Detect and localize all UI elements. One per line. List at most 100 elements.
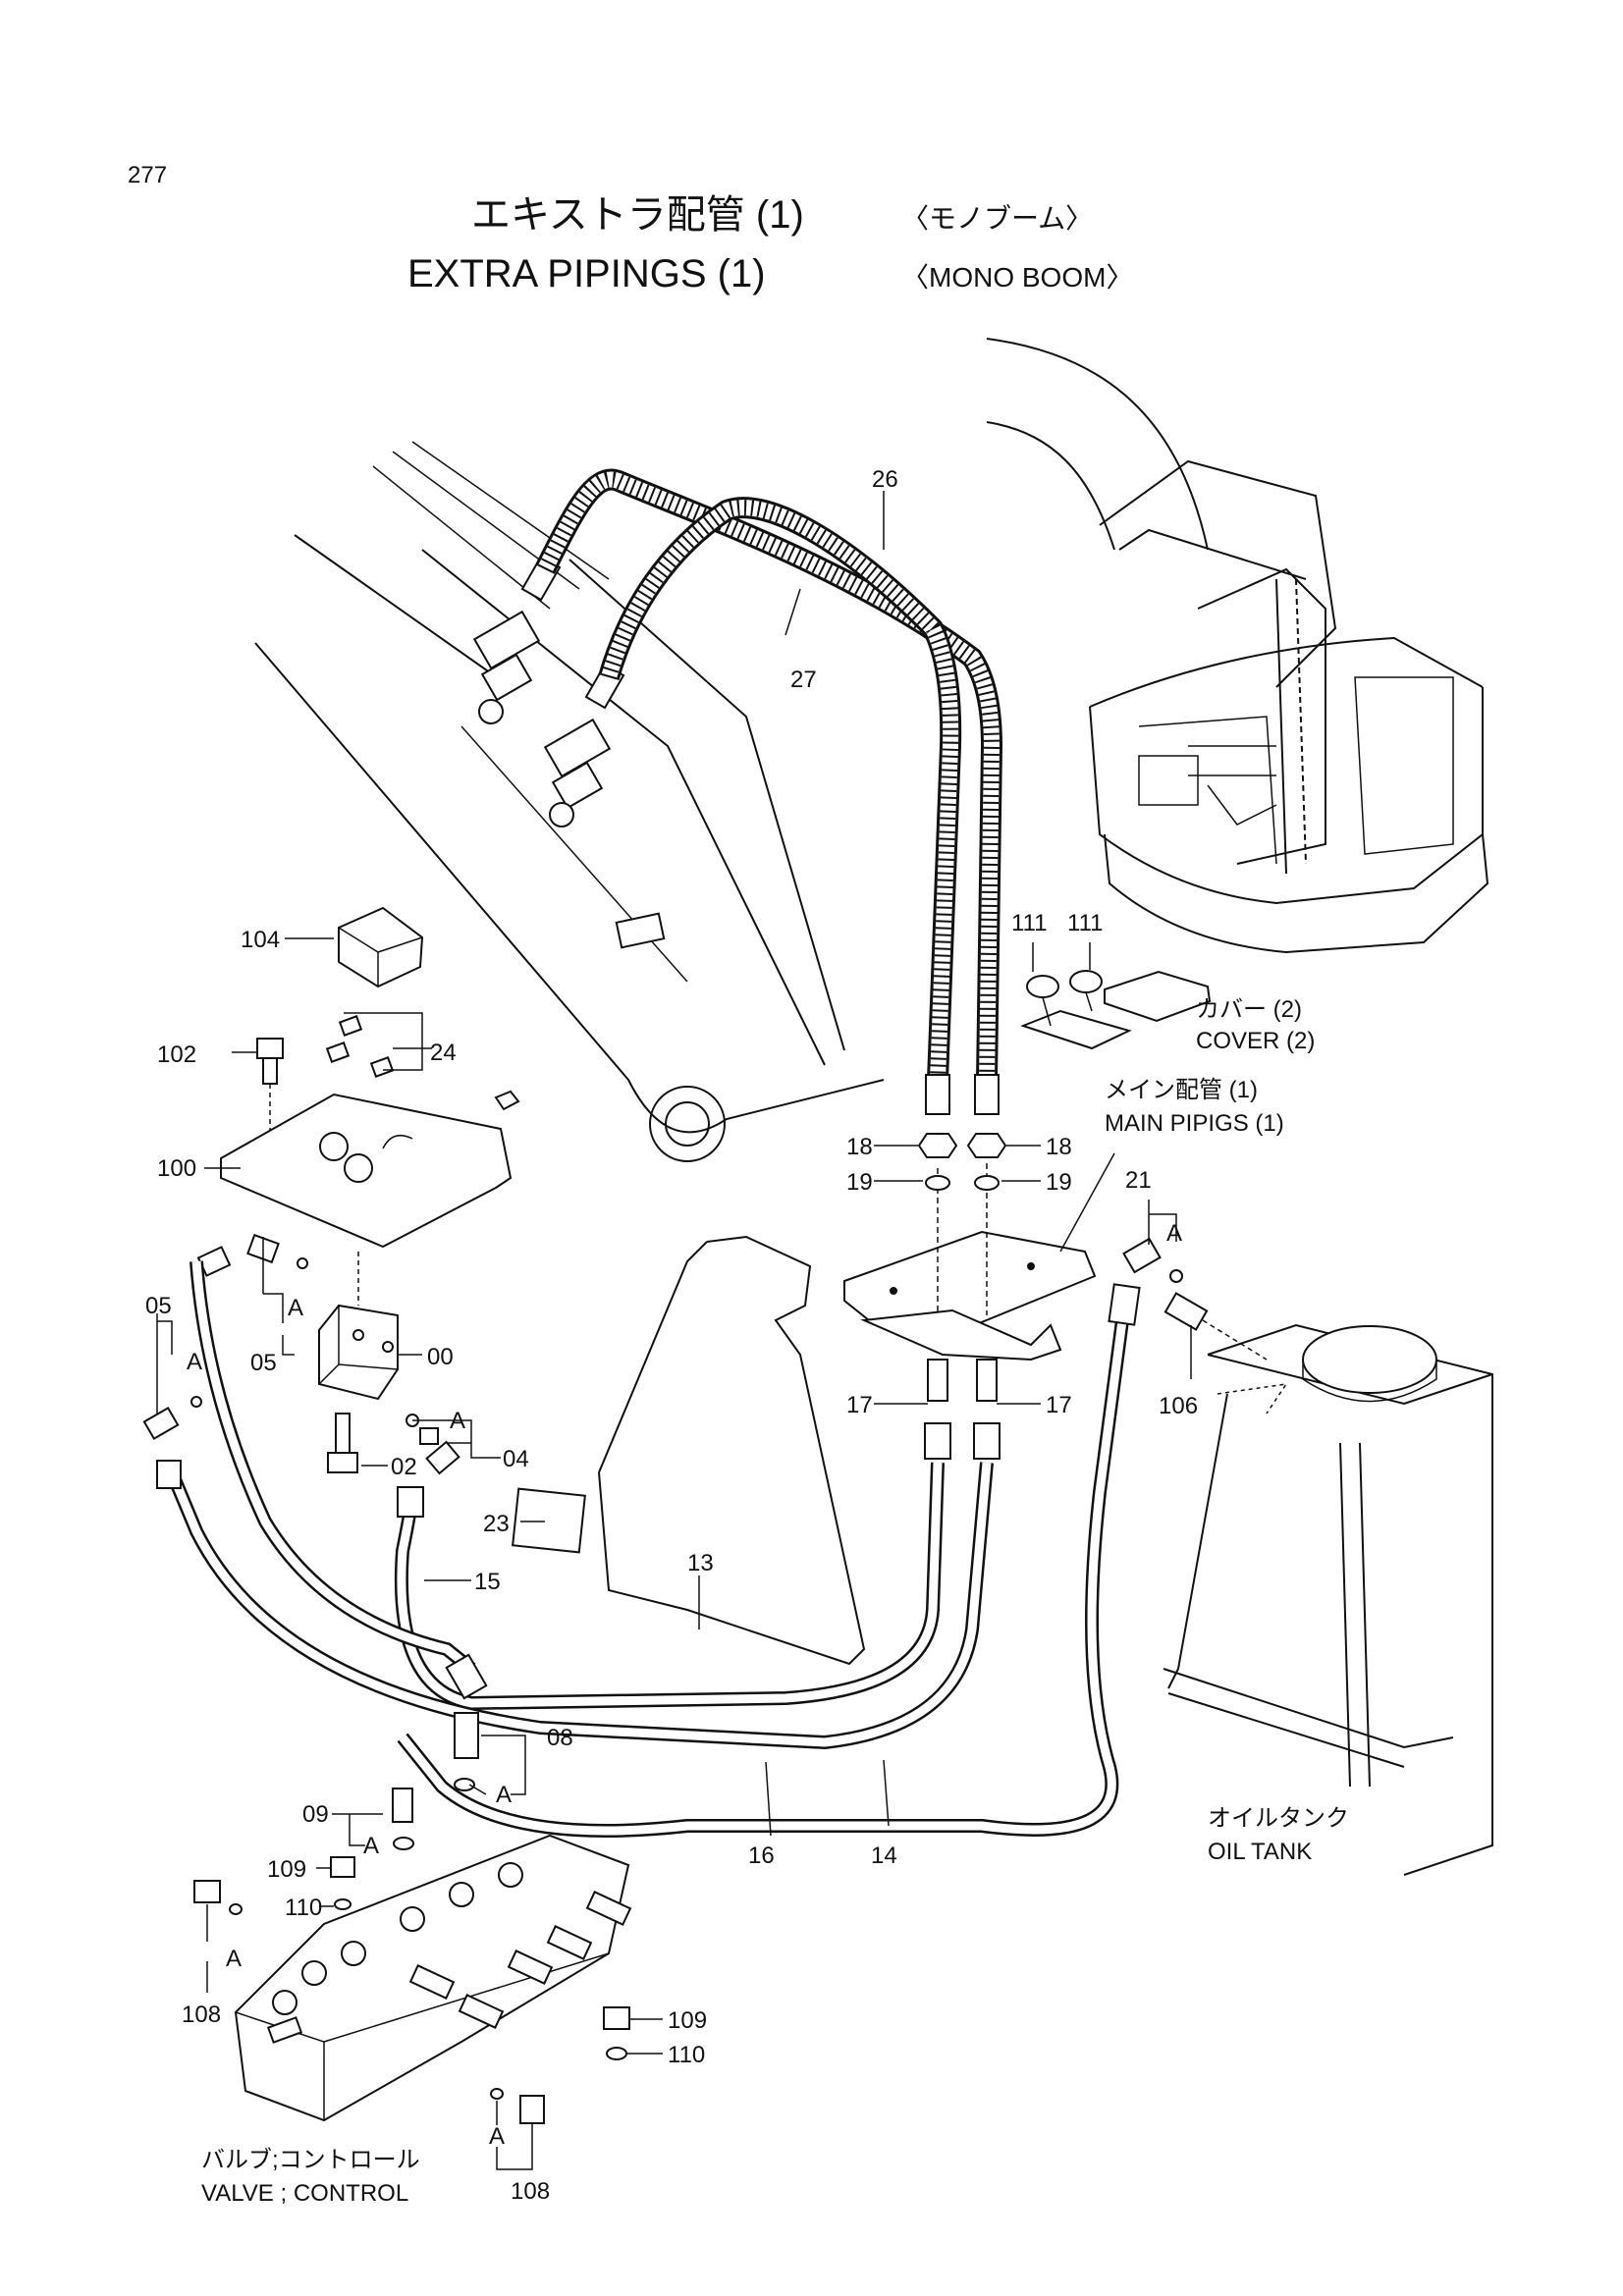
tank-cap [1302,1325,1437,1394]
plate-100 [220,1090,520,1249]
callout-05-left: 05 [145,1293,172,1319]
callout-108-left: 108 [182,2002,221,2028]
hose-14 [165,1462,994,1750]
o-ring-108-left [229,1903,243,1915]
callout-19-left: 19 [846,1169,873,1196]
callout-09: 09 [302,1801,329,1828]
o-ring-110-top [334,1898,352,1910]
note-valve-jp: バルブ;コントロール [201,2147,420,2173]
cover-plate-left [1020,1009,1132,1050]
callout-16: 16 [748,1842,775,1869]
callout-27: 27 [790,667,817,693]
union-17-right [976,1359,998,1402]
hose-to-tank [397,1305,1131,1838]
cover-111-left [1026,975,1059,998]
callout-17-right: 17 [1046,1392,1072,1418]
plug-108-left [193,1880,221,1903]
callout-21: 21 [1125,1167,1152,1194]
callout-17-left: 17 [846,1392,873,1418]
marker-a-05-right: A [288,1295,303,1321]
hose-14-fitting [156,1460,182,1489]
callout-18-right: 18 [1046,1134,1072,1160]
hose-fitting-17-right-lower [973,1422,1001,1460]
hose-elbow [445,1653,488,1700]
boom-pin-circle [649,1086,726,1162]
adapter-09 [392,1788,413,1823]
shims-24 [325,1015,395,1078]
plug-109-top [330,1856,355,1878]
washer-19-right [974,1175,1000,1191]
bolt-102 [256,1038,284,1139]
marker-a-108-left: A [226,1946,242,1972]
note-main-piping-jp: メイン配管 (1) [1105,1077,1258,1103]
plate-23 [512,1487,586,1554]
page-number: 277 [128,162,167,188]
cover-13 [598,1235,866,1666]
marker-a-04: A [450,1408,465,1434]
callout-109-right: 109 [668,2007,707,2034]
note-cover-jp: カバー (2) [1196,996,1302,1023]
callout-100: 100 [157,1155,196,1182]
callout-23: 23 [483,1511,510,1537]
plug-109-right [603,2006,630,2030]
callout-106: 106 [1159,1393,1198,1419]
callout-24: 24 [430,1040,457,1066]
leader-lines [156,491,1192,2170]
control-valve [234,1834,632,2122]
callout-104: 104 [241,927,280,953]
nut-18-left [917,1133,958,1158]
o-ring-09 [393,1837,414,1850]
marker-a-09: A [363,1833,379,1859]
main-piping-bracket [843,1163,1097,1362]
note-valve-en: VALVE ; CONTROL [201,2180,408,2207]
callout-15: 15 [474,1569,501,1595]
callout-111-right: 111 [1067,910,1103,936]
block-00 [318,1252,399,1401]
callout-110-right: 110 [668,2042,705,2068]
marker-a-108-bottom: A [489,2123,505,2150]
callout-18-left: 18 [846,1134,873,1160]
callout-08: 08 [547,1725,573,1751]
hose-16 [394,1462,945,1711]
title-english: EXTRA PIPINGS (1) [407,252,766,295]
corrugated-hose-27 [598,497,962,1081]
elbow-04 [406,1414,460,1475]
note-cover-en: COVER (2) [1196,1028,1315,1054]
hose-15 [189,1260,476,1675]
bolt-02 [327,1413,358,1473]
o-ring-108-bottom [490,2088,504,2100]
callout-13: 13 [687,1550,714,1576]
plug-108-bottom [519,2095,545,2124]
callout-19-right: 19 [1046,1169,1072,1196]
note-labels: カバー (2) COVER (2) メイン配管 (1) MAIN PIPIGS … [201,996,1349,2207]
hose-end-fitting-right [974,1074,1000,1115]
hose-fitting-17-left-lower [924,1422,951,1460]
callout-04: 04 [503,1446,529,1472]
cover-111-right [1069,970,1103,993]
o-ring-08 [454,1778,475,1791]
o-ring-110-right [606,2047,627,2060]
note-oil-tank-jp: オイルタンク [1208,1805,1349,1832]
title-japanese: エキストラ配管 (1) [471,193,804,237]
nut-18-right [966,1133,1007,1158]
oil-tank [1163,1323,1493,1876]
cover-plate-right [1104,970,1212,1023]
marker-a-05-left: A [187,1349,202,1375]
callout-111-left: 111 [1011,910,1047,936]
corrugated-hose-26 [535,468,1003,1081]
hose-15-fitting [397,1486,424,1518]
washer-19-left [925,1175,950,1191]
marker-a-08: A [496,1782,512,1808]
note-main-piping-en: MAIN PIPIGS (1) [1105,1110,1284,1137]
tank-hose-fitting [1108,1283,1141,1326]
callout-00: 00 [427,1344,454,1370]
callout-05-right: 05 [250,1350,277,1376]
boom-fittings [472,555,625,828]
a-markers: A A A A A A A A [187,1220,1182,2150]
callout-14: 14 [871,1842,897,1869]
union-17-left [927,1359,948,1402]
fitting-21-106 [1122,1237,1268,1361]
upper-structure [986,338,1489,954]
hose-end-fitting-left [925,1074,950,1115]
